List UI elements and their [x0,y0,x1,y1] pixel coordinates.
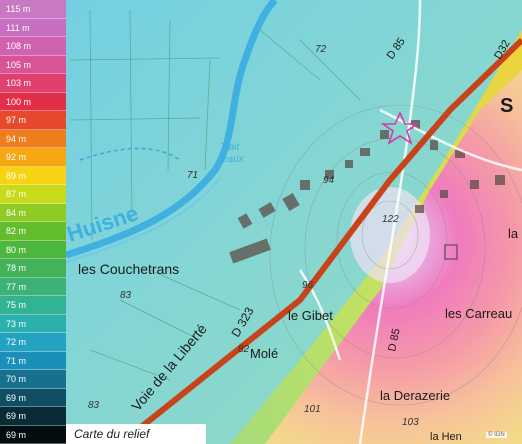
label-la-right: la [508,226,519,241]
legend-row: 69 m [0,407,66,426]
map-canvas[interactable]: Huisne Trait eaux les Couchetrans Voie d… [66,0,522,444]
legend-row: 94 m [0,129,66,148]
elev-96: 96 [302,280,314,291]
label-d85-south: D 85 [386,327,403,352]
label-eaux: eaux [222,154,245,165]
legend-row: 100 m [0,92,66,111]
elev-71: 71 [187,170,198,181]
label-le-gibet: le Gibet [288,308,333,323]
legend-row: 80 m [0,240,66,259]
elev-82: 82 [238,344,250,355]
legend-row: 105 m [0,55,66,74]
elev-83-left: 83 [120,290,132,301]
spot-elevations: 72 71 83 83 96 82 94 122 101 103 [88,44,419,428]
elev-101: 101 [304,404,321,415]
legend-row: 72 m [0,333,66,352]
label-la-bottom: la Hen [430,431,462,443]
legend-row: 84 m [0,203,66,222]
field-parcels [69,9,361,381]
river-bank [66,177,221,263]
label-trait: Trait [220,142,240,153]
label-les-carreaux: les Carreau [445,306,512,321]
legend-row: 71 m [0,351,66,370]
legend-row: 115 m [0,0,66,19]
legend-row: 77 m [0,277,66,296]
legend-row: 108 m [0,37,66,56]
map-caption: Carte du relief [66,424,206,444]
label-les-couchetrans: les Couchetrans [78,261,179,277]
canal [79,147,181,161]
elev-94: 94 [323,175,335,186]
legend-row: 78 m [0,259,66,278]
label-mole: Molé [250,346,278,361]
road-voie-liberte [118,37,522,444]
legend-row: 111 m [0,18,66,37]
town-marker-icon [380,111,420,145]
legend-row: 89 m [0,166,66,185]
legend-row: 75 m [0,296,66,315]
elev-103: 103 [402,417,419,428]
elev-83-bottom: 83 [88,400,100,411]
legend-row: 70 m [0,370,66,389]
elev-72: 72 [315,44,327,55]
buildings [229,120,505,264]
legend-row: 97 m [0,111,66,130]
legend-row: 103 m [0,74,66,93]
legend-row: 92 m [0,148,66,167]
legend-row: 82 m [0,222,66,241]
legend-row: 73 m [0,314,66,333]
river-huisne [66,0,278,259]
legend-row: 69 m [0,425,66,444]
copyright-notice: © IGN [486,432,507,438]
label-town: S [500,95,513,117]
contour-lines [269,104,522,406]
elev-122: 122 [382,214,399,225]
legend-row: 69 m [0,388,66,407]
relief-map-svg[interactable]: Huisne Trait eaux les Couchetrans Voie d… [66,0,522,444]
hill-area [265,70,522,444]
legend-row: 87 m [0,185,66,204]
label-la-derazerie: la Derazerie [380,388,450,403]
